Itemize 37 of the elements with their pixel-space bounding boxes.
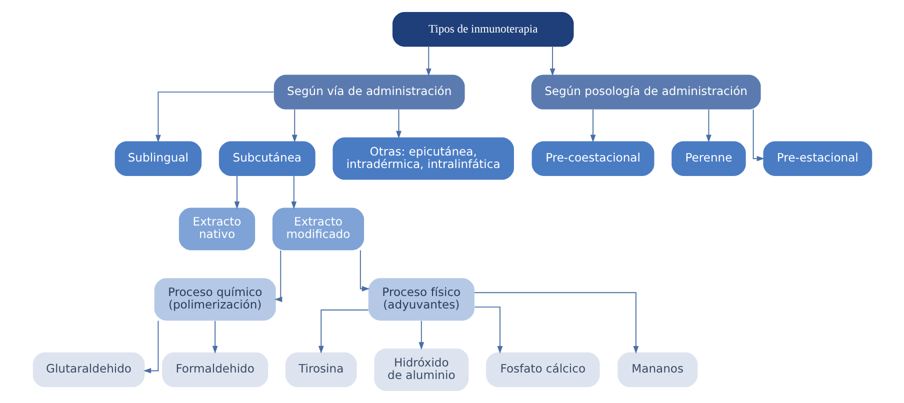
node-box: Pre-estacional (762, 141, 872, 176)
arrow (291, 109, 297, 142)
arrow (549, 46, 555, 76)
arrow (359, 250, 370, 292)
node-box: Mananos (617, 352, 698, 388)
node-box: Proceso físico (adyuvantes) (368, 278, 474, 321)
arrow (142, 320, 158, 374)
node-box: Tipos de inmunoterapia (392, 12, 574, 47)
node-box: Perenne (671, 141, 746, 176)
arrow (590, 109, 596, 142)
arrow (396, 109, 401, 139)
arrow (274, 250, 282, 302)
node-box: Según vía de administración (273, 74, 464, 110)
arrow (418, 320, 424, 350)
node-box: Formaldehido (162, 352, 268, 388)
arrow (290, 176, 296, 210)
node-box: Hidróxido de aluminio (374, 348, 468, 391)
node-box: Según posología de administración (530, 74, 760, 110)
arrow (752, 109, 764, 162)
node-box: Tirosina (284, 352, 356, 388)
node-box: Proceso químico (polimerización) (154, 278, 276, 321)
node-box: Extracto modificado (272, 208, 364, 250)
arrow (154, 92, 274, 143)
arrow (234, 176, 240, 210)
node-box: Otras: epicutánea, intradérmica, intralinfática (332, 137, 514, 180)
arrow (212, 320, 218, 354)
node-box: Fosfato cálcico (486, 352, 600, 388)
node-box: Pre-coestacional (531, 141, 654, 176)
node-box: Subcutánea (218, 141, 315, 176)
node-box: Sublingual (114, 141, 202, 176)
arrow (474, 306, 502, 354)
arrow (318, 309, 368, 354)
arrow (706, 109, 711, 142)
node-box: Extracto nativo (178, 208, 255, 250)
node-box: Glutaraldehido (32, 352, 144, 388)
arrow (425, 46, 431, 76)
arrow (473, 292, 638, 354)
